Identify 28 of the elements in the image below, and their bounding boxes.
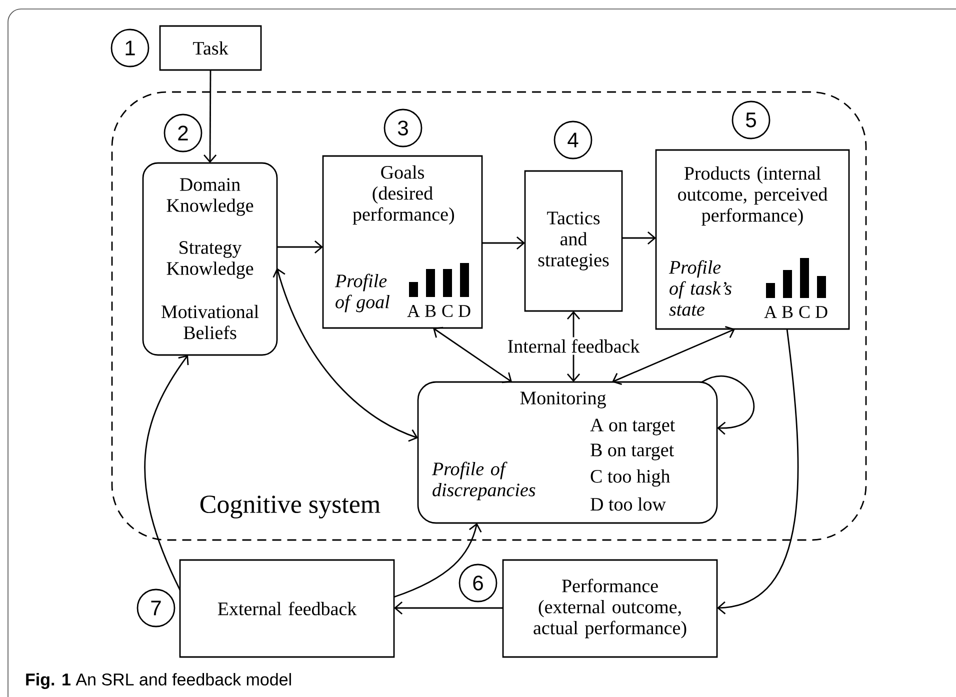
node-label: A (764, 306, 777, 318)
arrow (394, 601, 503, 615)
arrow (277, 240, 323, 254)
process-box: Tactics and strategies (524, 170, 623, 312)
arrow (702, 376, 754, 435)
node-label: D (816, 306, 828, 318)
arrow (272, 268, 418, 442)
arrow (622, 231, 656, 245)
node-label: D (458, 305, 470, 317)
task-box: Task (159, 25, 262, 71)
figure-caption: Fig. 1 An SRL and feedback model (26, 673, 291, 689)
node-label: B (425, 305, 436, 317)
arrow (482, 236, 525, 250)
node-label: B (782, 306, 793, 318)
arrow (204, 70, 217, 163)
node-label: A (407, 305, 420, 317)
rounded-box: Domain Knowledge Strategy Knowledge Motivational Beliefs (142, 162, 278, 356)
process-box: Performance (external outcome, actual performance) (502, 559, 718, 658)
edge-label: Internal feedback (505, 337, 642, 355)
process-box: External feedback (179, 559, 395, 658)
arrow (144, 355, 189, 590)
arrow (717, 328, 799, 614)
arrow (612, 326, 735, 385)
monitoring-box: Monitoring A on target B on target C too high D too low Profile of discrepancies (417, 381, 718, 524)
node-label: C (442, 304, 453, 318)
arrow (394, 523, 482, 598)
node-label: C (799, 306, 810, 318)
arrow (433, 326, 512, 384)
